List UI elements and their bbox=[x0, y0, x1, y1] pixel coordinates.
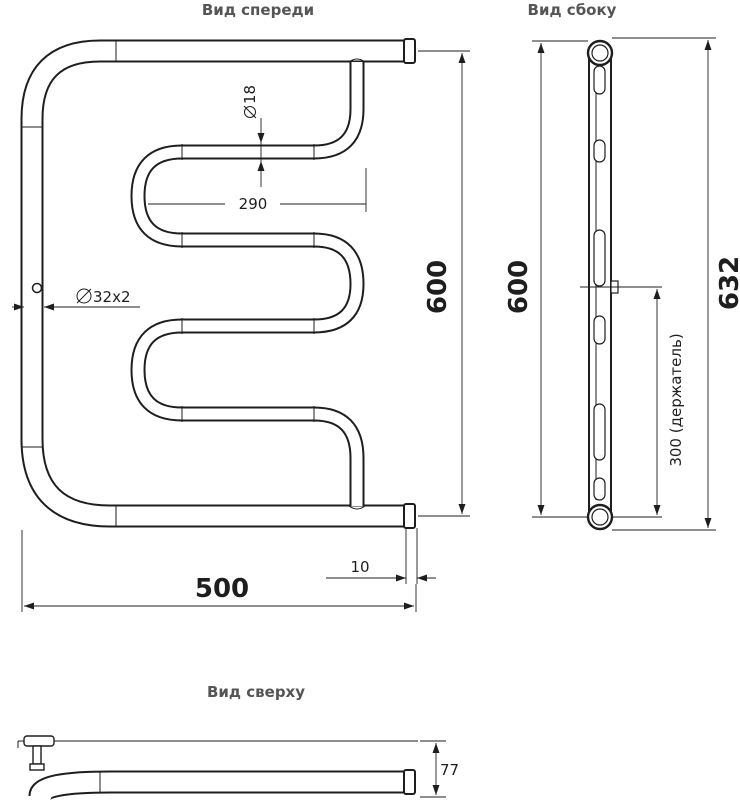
front-height-label: 600 bbox=[423, 260, 453, 314]
tube-end-cap-bottom bbox=[403, 503, 416, 529]
offset-dimension-label: 10 bbox=[350, 558, 369, 576]
top-depth-label: 77 bbox=[440, 761, 459, 779]
tube-end-cap-top bbox=[403, 38, 416, 64]
front-view-title: Вид спереди bbox=[202, 1, 314, 19]
side-view: 600 632 300 (держатель) bbox=[504, 37, 740, 531]
top-view-title: Вид сверху bbox=[207, 683, 305, 701]
side-height-label: 600 bbox=[504, 260, 534, 314]
side-view-title: Вид сбоку bbox=[528, 1, 617, 19]
span-dimension-label: 290 bbox=[239, 195, 268, 213]
holder-height-label: 300 (держатель) bbox=[667, 333, 685, 466]
front-view: 18 290 32x2 600 10 500 bbox=[12, 38, 470, 612]
top-tube-end-cap bbox=[403, 769, 416, 795]
pipe-small-diameter-label: 18 bbox=[241, 85, 259, 104]
wall-holder-icon bbox=[23, 735, 55, 747]
side-total-height-label: 632 bbox=[715, 256, 740, 310]
front-width-label: 500 bbox=[195, 574, 249, 604]
pipe-main-diameter-label: 32x2 bbox=[93, 288, 131, 306]
mount-point-icon bbox=[31, 282, 43, 294]
top-view: 77 bbox=[17, 735, 459, 800]
